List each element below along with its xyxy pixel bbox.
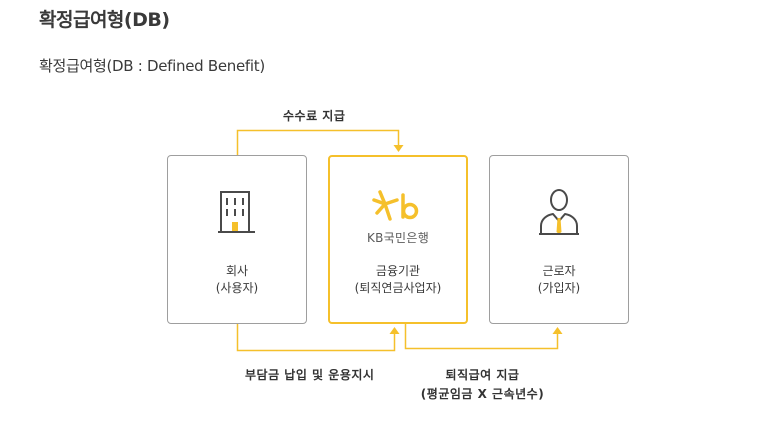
payment-flow-label: 부담금 납입 및 운용지시 <box>245 368 375 382</box>
retire-flow-line <box>404 324 559 350</box>
company-sub: (사용자) <box>215 281 259 295</box>
retire-flow-label-line2: (평균임금 X 근속년수) <box>420 387 545 401</box>
retire-flow-label: 퇴직급여 지급 (평균임금 X 근속년수) <box>410 366 555 404</box>
building-icon <box>168 188 306 248</box>
worker-sub: (가입자) <box>537 281 581 295</box>
worker-node: 근로자 (가입자) <box>489 155 629 324</box>
fee-flow-label: 수수료 지급 <box>283 109 346 123</box>
worker-name: 근로자 <box>542 264 576 278</box>
bank-sub: (퇴직연금사업자) <box>354 281 442 295</box>
worker-label: 근로자 (가입자) <box>490 263 628 297</box>
bank-label: 금융기관 (퇴직연금사업자) <box>330 263 466 297</box>
retire-flow-label-line1: 퇴직급여 지급 <box>445 368 520 382</box>
bank-node: KB국민은행 금융기관 (퇴직연금사업자) <box>328 155 468 324</box>
retire-flow-arrowhead <box>552 327 563 334</box>
company-node: 회사 (사용자) <box>167 155 307 324</box>
bank-name: 금융기관 <box>375 264 421 278</box>
payment-flow-line <box>236 324 396 352</box>
payment-flow-arrowhead <box>389 327 400 334</box>
fee-flow-arrowhead <box>393 145 404 152</box>
page-subtitle: 확정급여형(DB : Defined Benefit) <box>39 57 265 75</box>
page-title: 확정급여형(DB) <box>39 9 170 31</box>
fee-flow-line <box>236 129 400 155</box>
company-label: 회사 (사용자) <box>168 263 306 297</box>
kb-star-logo <box>330 189 466 249</box>
person-icon <box>490 188 628 248</box>
kb-logo-text: KB국민은행 <box>366 231 430 245</box>
company-name: 회사 <box>225 264 249 278</box>
